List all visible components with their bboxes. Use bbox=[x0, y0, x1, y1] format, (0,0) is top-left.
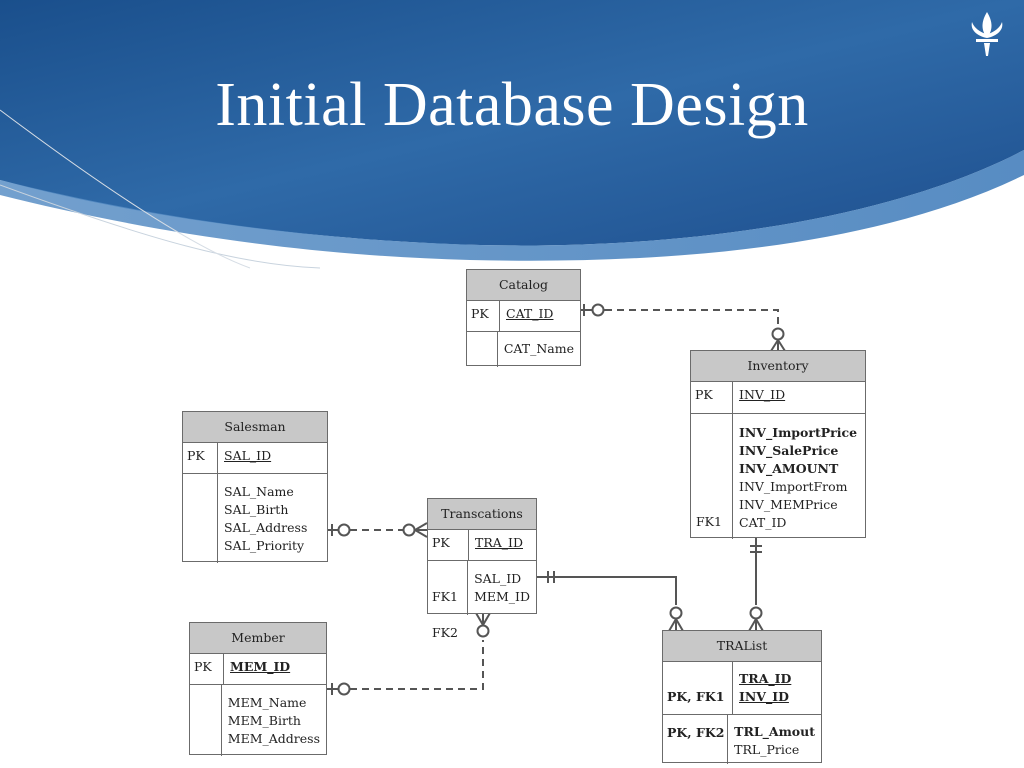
entity-title: Member bbox=[190, 623, 326, 654]
attribute: MEM_Name bbox=[227, 695, 307, 710]
attribute: SAL_Birth bbox=[224, 502, 289, 517]
attribute: INV_ImportPrice bbox=[739, 425, 858, 440]
entity-inventory: Inventory PK INV_ID FK1 INV_ImportPrice … bbox=[690, 350, 866, 539]
attribute: TRL_Price bbox=[734, 742, 800, 757]
rel-transactions-tralist bbox=[537, 576, 677, 605]
key-label: PK, FK2 bbox=[667, 725, 725, 740]
key-label: PK bbox=[467, 301, 500, 331]
attribute: MEM_Address bbox=[227, 731, 320, 746]
attribute: SAL_Address bbox=[224, 520, 308, 535]
pk-field: TRA_ID bbox=[739, 671, 792, 686]
attribute: INV_MEMPrice bbox=[739, 497, 838, 512]
key-label: PK bbox=[183, 443, 218, 473]
attribute: CAT_ID bbox=[739, 515, 787, 530]
entity-title: Transcations bbox=[428, 499, 536, 530]
attribute: INV_ImportFrom bbox=[739, 479, 848, 494]
attribute: INV_AMOUNT bbox=[739, 461, 839, 476]
entity-member: Member PK MEM_ID MEM_Name MEM_Birth MEM_… bbox=[189, 622, 327, 756]
slide-title: Initial Database Design bbox=[215, 71, 809, 139]
entity-title: TRAList bbox=[663, 631, 821, 662]
pk-field: INV_ID bbox=[739, 387, 786, 402]
key-label: PK bbox=[428, 530, 469, 560]
attribute: SAL_Priority bbox=[224, 538, 305, 553]
pk-field: TRA_ID bbox=[475, 535, 523, 550]
entity-transactions: Transcations PK TRA_ID FK1 FK2 SAL_ID ME… bbox=[427, 498, 537, 640]
attribute: CAT_Name bbox=[503, 341, 574, 356]
attribute: SAL_Name bbox=[224, 484, 294, 499]
fleur-de-lis-icon bbox=[971, 12, 1003, 56]
pk-field: INV_ID bbox=[739, 689, 789, 704]
pk-field: MEM_ID bbox=[230, 659, 291, 674]
entity-tralist: TRAList PK, FK1 PK, FK2 TRA_ID INV_ID TR… bbox=[662, 630, 822, 764]
key-label: PK bbox=[190, 654, 224, 684]
key-label: PK, FK1 bbox=[667, 689, 725, 704]
entity-title: Salesman bbox=[183, 412, 327, 443]
entity-catalog: Catalog PK CAT_ID CAT_Name bbox=[466, 269, 581, 367]
entity-salesman: Salesman PK SAL_ID SAL_Name SAL_Birth SA… bbox=[182, 411, 328, 563]
attribute: TRL_Amout bbox=[734, 724, 815, 739]
entity-title: Catalog bbox=[467, 270, 580, 301]
pk-field: CAT_ID bbox=[506, 306, 554, 321]
attribute: INV_SalePrice bbox=[739, 443, 839, 458]
attribute: MEM_ID bbox=[474, 589, 530, 604]
attribute: SAL_ID bbox=[474, 571, 522, 586]
attribute: MEM_Birth bbox=[227, 713, 301, 728]
pk-field: SAL_ID bbox=[224, 448, 272, 463]
entity-title: Inventory bbox=[691, 351, 865, 382]
key-label: PK bbox=[691, 382, 733, 413]
fk-label: FK1 bbox=[696, 514, 722, 529]
fk-label: FK2 bbox=[432, 625, 458, 640]
fk-label: FK1 bbox=[432, 589, 458, 604]
